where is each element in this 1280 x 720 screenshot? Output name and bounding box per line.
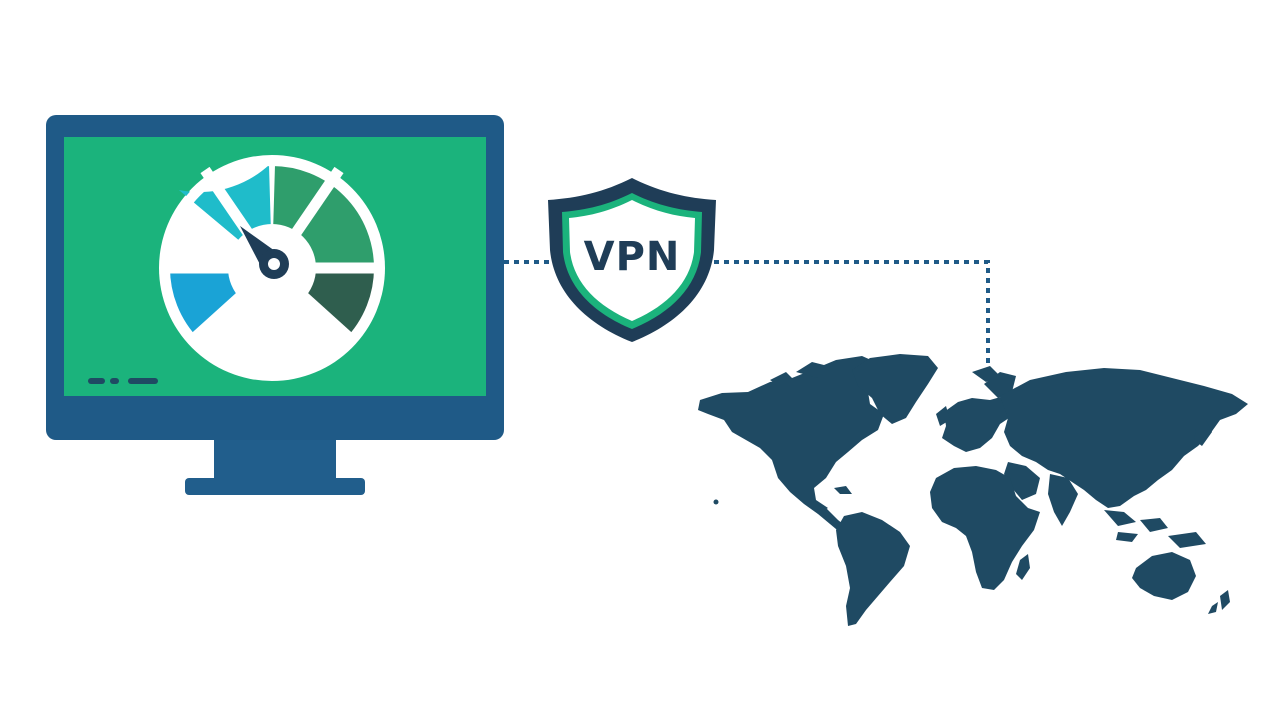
map-australia bbox=[1132, 552, 1196, 600]
vpn-label: VPN bbox=[584, 234, 681, 280]
monitor-stand-neck bbox=[214, 438, 336, 482]
map-north-america bbox=[698, 356, 884, 514]
map-africa bbox=[930, 466, 1040, 590]
connection-dotted-lines bbox=[504, 260, 990, 374]
map-asia bbox=[1000, 368, 1248, 508]
map-south-america bbox=[836, 512, 910, 626]
shield-inner bbox=[569, 200, 695, 321]
shield-icon: VPN bbox=[548, 178, 716, 342]
world-map-icon bbox=[698, 354, 1248, 626]
speed-gauge-icon bbox=[159, 155, 385, 381]
monitor-stand-base bbox=[185, 478, 365, 495]
gauge-bottom-area bbox=[193, 268, 351, 371]
map-greenland bbox=[852, 354, 938, 424]
monitor-icon bbox=[46, 115, 504, 495]
map-europe bbox=[942, 396, 1016, 452]
screen-indicator-dashes bbox=[88, 378, 158, 384]
map-india bbox=[1048, 474, 1078, 526]
